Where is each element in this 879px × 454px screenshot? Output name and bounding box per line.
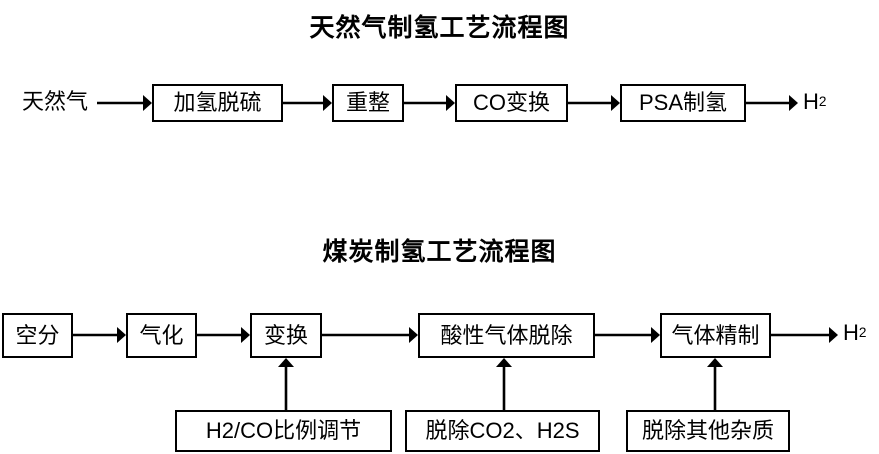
node-label: 变换 xyxy=(263,322,308,348)
arrow-reforming-to-co-shift xyxy=(404,95,455,111)
node-label: 重整 xyxy=(345,90,390,115)
node-shift-conversion[interactable]: 变换 xyxy=(250,313,322,358)
node-gasification[interactable]: 气化 xyxy=(126,313,197,358)
node-psa-hydrogen[interactable]: PSA制氢 xyxy=(620,84,746,122)
hydrogen-symbol: H xyxy=(803,89,819,114)
hydrogen-subscript: 2 xyxy=(818,94,827,110)
section-2-title: 煤炭制氢工艺流程图 xyxy=(322,238,557,266)
arrow-gasification-to-shift xyxy=(197,327,250,343)
input-node-co2-h2s-removal[interactable]: 脱除CO2、H2S xyxy=(405,410,600,452)
node-hydrodesulfurization[interactable]: 加氢脱硫 xyxy=(152,84,283,122)
node-label: 气化 xyxy=(139,322,184,348)
arrow-purification-to-hydrogen xyxy=(771,327,838,343)
hydrogen-subscript: 2 xyxy=(858,325,867,341)
arrow-hds-to-reforming xyxy=(283,95,332,111)
node-label: 空分 xyxy=(15,322,60,348)
node-air-separation[interactable]: 空分 xyxy=(2,313,73,358)
node-reforming[interactable]: 重整 xyxy=(332,84,404,122)
arrow-acid-gas-removal-to-purification xyxy=(595,327,660,343)
input-node-other-impurity-removal[interactable]: 脱除其他杂质 xyxy=(626,410,790,452)
node-co-shift[interactable]: CO变换 xyxy=(455,84,568,122)
node-label: 酸性气体脱除 xyxy=(440,322,573,348)
arrow-impurity-removal-to-purification xyxy=(707,358,723,410)
arrow-psa-to-hydrogen xyxy=(746,95,798,111)
node-acid-gas-removal[interactable]: 酸性气体脱除 xyxy=(418,313,595,358)
node-label: 加氢脱硫 xyxy=(173,90,262,115)
node-label: H2/CO比例调节 xyxy=(205,418,362,443)
arrow-natural-gas-to-hds xyxy=(97,95,152,111)
arrow-air-separation-to-gasification xyxy=(73,327,126,343)
input-node-h2-co-ratio-adjustment[interactable]: H2/CO比例调节 xyxy=(175,410,392,452)
node-gas-purification[interactable]: 气体精制 xyxy=(660,313,771,358)
arrow-co2-h2s-to-acid-gas-removal xyxy=(496,358,512,410)
section-1-start-label: 天然气 xyxy=(22,89,89,114)
node-label: 脱除CO2、H2S xyxy=(425,418,580,443)
arrow-h2-co-ratio-to-shift xyxy=(278,358,294,410)
node-label: CO变换 xyxy=(472,90,550,115)
node-label: 脱除其他杂质 xyxy=(641,418,774,443)
section-1-title: 天然气制氢工艺流程图 xyxy=(309,14,570,42)
node-label: PSA制氢 xyxy=(638,90,728,115)
hydrogen-symbol: H xyxy=(843,320,859,345)
node-label: 气体精制 xyxy=(671,322,760,348)
arrow-co-shift-to-psa xyxy=(568,95,620,111)
arrow-shift-to-acid-gas-removal xyxy=(322,327,418,343)
